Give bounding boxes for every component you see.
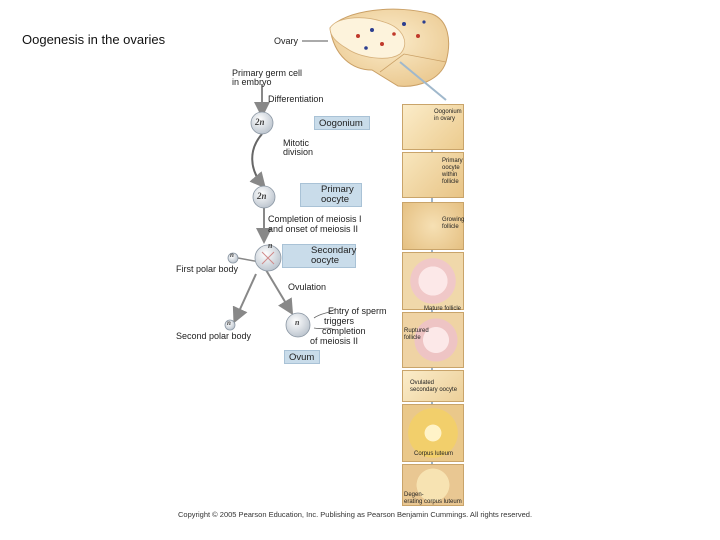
primary-oocyte-ploidy: 2n [257,191,267,201]
stage-primary-oocyte-4: follicle [442,179,459,185]
stage-corpus-luteum: Corpus luteum [414,451,454,457]
second-polar-body-label: Second polar body [176,331,252,341]
secondary-oocyte-cell [254,244,282,272]
ovum-bar-label: Ovum [289,352,315,363]
first-polar-body-cell [227,252,239,264]
ovum-ploidy: n [295,318,300,327]
stage-ovulated-1: Ovulated [410,380,435,386]
oogonium-ploidy: 2n [255,117,265,127]
first-polar-body-label: First polar body [176,264,239,274]
ovulation-label: Ovulation [288,282,327,292]
ovum-cell [285,312,311,338]
panel-oogonium-in-ovary [402,104,464,150]
stage-degenerating-2: erating corpus luteum [404,499,462,505]
primary-oocyte-cell [252,185,276,209]
first-polar-ploidy: n [230,251,234,259]
diagram-title: Oogenesis in the ovaries [22,32,166,47]
stage-degenerating-1: Degen- [404,492,424,498]
panel-ruptured-follicle [402,312,464,368]
mitotic-label-1: Mitotic [283,138,310,148]
meiosis-label-1: Completion of meiosis I [268,214,362,224]
primary-oocyte-bar: Primary oocyte [300,183,362,207]
mitotic-label-2: division [283,147,314,157]
entry-sperm-label-2: triggers [324,316,355,326]
panel-primary-oocyte-follicle [402,152,464,198]
entry-sperm-label-4: of meiosis II [310,336,359,346]
primary-germ-cell-label-1: Primary germ cell [232,68,303,78]
secondary-oocyte-ploidy: n [268,241,273,250]
stage-primary-oocyte-2: oocyte [442,165,460,171]
stage-oogonium-2: in ovary [434,116,456,122]
panel-growing-follicle [402,202,464,250]
ovum-bar: Ovum [284,350,320,364]
panel-corpus-luteum [402,404,464,462]
second-polar-body-cell [224,319,236,331]
stage-oogonium-1: Oogonium [434,109,462,115]
secondary-oocyte-bar: Secondary oocyte [282,244,356,268]
primary-germ-cell-label-2: in embryo [232,77,272,87]
stage-ovulated-2: secondary oocyte [410,387,458,393]
copyright-notice: Copyright © 2005 Pearson Education, Inc.… [178,510,533,519]
oogonium-bar: Oogonium [314,116,370,130]
secondary-oocyte-label-2: oocyte [311,255,339,266]
oogonium-cell [250,111,274,135]
primary-oocyte-label-1: Primary [321,184,354,195]
secondary-oocyte-label-1: Secondary [311,245,357,256]
meiosis-label-2: and onset of meiosis II [268,224,359,234]
stage-ruptured-1: Ruptured [404,328,429,334]
entry-sperm-label-1: Entry of sperm [328,306,387,316]
second-polar-ploidy: n [227,319,231,327]
stage-growing-follicle-2: follicle [442,224,459,230]
primary-oocyte-label-2: oocyte [321,194,349,205]
differentiation-label: Differentiation [268,94,324,104]
stage-ruptured-2: follicle [404,335,421,341]
panel-degenerating-corpus-luteum [402,464,464,506]
stage-primary-oocyte-3: within [442,172,458,178]
panel-ovulated-oocyte [402,370,464,402]
stage-primary-oocyte-1: Primary [442,158,463,164]
ovary-illustration [329,8,450,87]
stage-mature-follicle: Mature follicle [424,306,462,312]
ovary-label: Ovary [274,36,299,46]
panel-mature-follicle [402,252,464,310]
oogonium-bar-label: Oogonium [319,118,363,129]
stage-growing-follicle-1: Growing [442,217,465,223]
entry-sperm-label-3: completion [322,326,366,336]
